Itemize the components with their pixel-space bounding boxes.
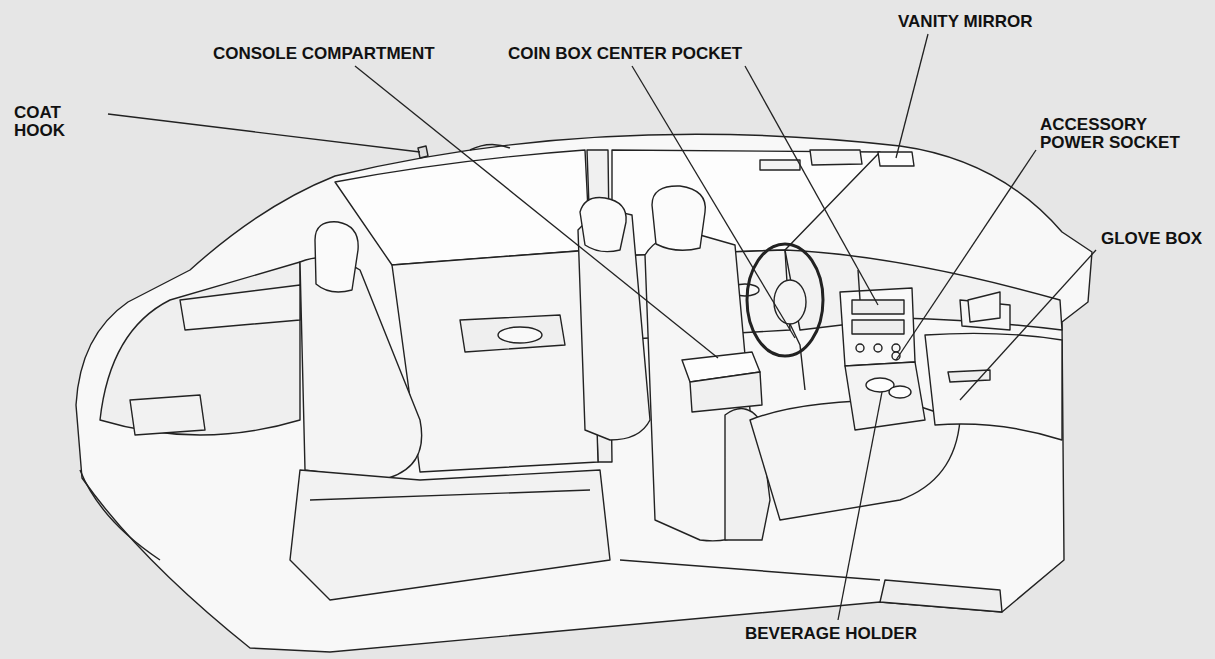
part-label: BEVERAGE HOLDER <box>745 625 917 643</box>
part-label: COAT HOOK <box>14 104 109 140</box>
leader-line <box>838 392 882 620</box>
leader-line <box>745 66 878 305</box>
leader-line <box>960 250 1096 400</box>
leader-line <box>896 150 1036 360</box>
leader-line <box>355 66 718 358</box>
part-label: CONSOLE COMPARTMENT <box>213 45 435 63</box>
part-label: GLOVE BOX <box>1101 230 1202 248</box>
leader-line <box>108 114 420 152</box>
leader-line <box>632 66 795 338</box>
leader-line <box>896 34 928 158</box>
part-label: ACCESSORY POWER SOCKET <box>1040 116 1202 152</box>
leader-lines <box>108 34 1096 620</box>
car-body <box>76 134 1092 652</box>
part-label: VANITY MIRROR <box>898 13 1032 31</box>
part-label: COIN BOX CENTER POCKET <box>508 45 742 63</box>
